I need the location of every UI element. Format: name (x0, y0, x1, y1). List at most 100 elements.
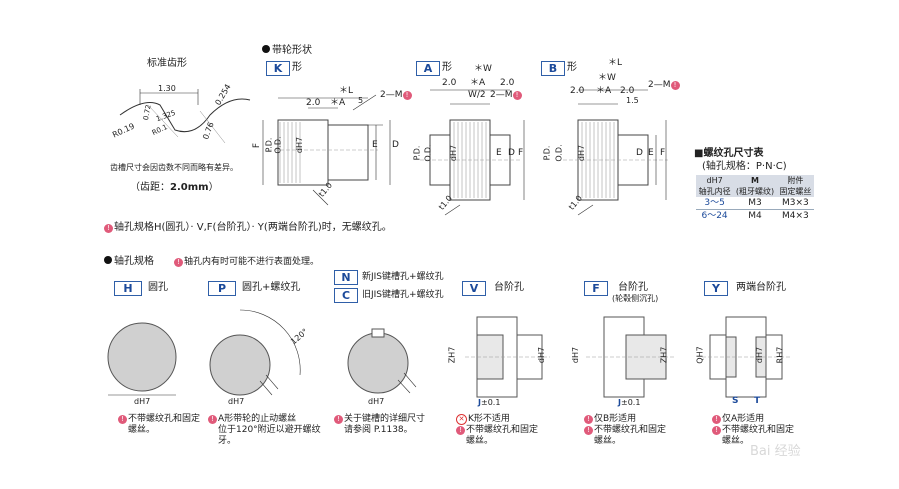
k-dim-L: ＊L (339, 86, 354, 96)
a-dim-D: D (508, 148, 515, 158)
note-icon: ! (670, 81, 680, 90)
bore-f-z: ZH7 (659, 346, 669, 364)
bore-y-q: QH7 (695, 346, 705, 364)
pulley-b-drawing (563, 89, 668, 216)
bore-v-j: J±0.1 (478, 398, 501, 407)
bore-code-y: Y (704, 281, 728, 296)
bore-nc-dh7: dH7 (368, 397, 385, 406)
bore-n-label: 新JIS键槽孔+螺纹孔 (362, 272, 444, 282)
spec-cell-m: M4 (748, 210, 762, 221)
a-dim-2a: 2.0 (442, 78, 457, 88)
shape-title: 带轮形状 (262, 45, 312, 57)
note-icon: ! (584, 426, 593, 435)
a-dim-OD: O.D. (423, 144, 433, 162)
watermark: Bai 经验 (750, 444, 801, 459)
note-icon: ! (118, 415, 127, 424)
bore-h-label: 圆孔 (148, 282, 168, 293)
tooth-note: 齿槽尺寸会因齿数不同而略有差异。 (110, 163, 238, 172)
x-icon: ✕ (456, 414, 467, 425)
bore-h-dh7: dH7 (134, 397, 151, 406)
bore-f-drawing (586, 316, 674, 398)
bore-f-note0: !仅B形适用 (584, 414, 636, 425)
bore-y-drawing (702, 316, 792, 398)
shape-code-b: B (541, 61, 565, 76)
a-dim-E: E (496, 148, 502, 158)
a-dim-W2: W/2 (468, 90, 486, 100)
bore-f-sub: (轮毂侧沉孔) (612, 294, 659, 303)
spec-cell-d: 6～24 (701, 210, 728, 221)
note-icon: ! (334, 415, 343, 424)
b-dim-L: ＊L (608, 58, 623, 68)
bore-code-v: V (462, 281, 486, 296)
note-icon: ! (456, 426, 465, 435)
bullet-icon (104, 256, 112, 264)
a-dim-A: ＊A (470, 78, 486, 88)
table-row: 3～5 M3 M3×3 (696, 197, 814, 210)
bore-y-s: S (732, 396, 739, 406)
bore-c-note2: 请参阅 P.1138。 (344, 425, 413, 435)
spec-cell-m: M3 (733, 197, 777, 210)
bore-title: 轴孔规格 (104, 256, 154, 268)
k-dim-OD: O.D. (273, 136, 283, 154)
bore-p-note2: 位于120°附近以避开螺纹 (218, 425, 321, 435)
k-dim-M: 2—M! (380, 90, 413, 101)
b-dim-2b: 2.0 (620, 86, 635, 96)
shape-k-suffix: 形 (292, 62, 302, 73)
pulley-a-drawing (420, 89, 525, 216)
b-dim-OD: O.D. (554, 144, 564, 162)
bore-y-note2: 螺丝。 (722, 436, 750, 446)
std-tooth-title: 标准齿形 (147, 58, 187, 69)
a-dim-dH7: dH7 (449, 144, 459, 162)
bore-c-note1: !关于键槽的详细尺寸 (334, 414, 425, 425)
bore-p-note1: !A形带轮的止动螺丝 (208, 414, 296, 425)
bore-code-f: F (584, 281, 608, 296)
bore-code-h: H (114, 281, 142, 296)
bore-v-z: ZH7 (447, 346, 457, 364)
note-icon: ! (512, 91, 522, 100)
bore-p-drawing (209, 309, 301, 396)
note-icon: ! (174, 258, 183, 267)
bore-y-note1: !不带螺纹孔和固定 (712, 425, 794, 436)
bore-code-c: C (334, 288, 358, 303)
bore-f-dh7: dH7 (571, 346, 581, 364)
spec-header-m: M(粗牙螺纹) (733, 175, 777, 197)
spec-cell-s: M4×3 (782, 210, 809, 221)
shape-a-suffix: 形 (442, 62, 452, 73)
b-dim-dH7: dH7 (577, 144, 587, 162)
bore-f-note1: !不带螺纹孔和固定 (584, 425, 666, 436)
bore-v-note2: 螺丝。 (466, 436, 494, 446)
bore-h-note1: !不带螺纹孔和固定 (118, 414, 200, 425)
bore-y-dh7: dH7 (755, 346, 765, 364)
bore-code-n: N (334, 270, 358, 285)
bore-p-dh7: dH7 (228, 397, 245, 406)
bullet-icon (262, 45, 270, 53)
bore-v-note1: !不带螺纹孔和固定 (456, 425, 538, 436)
b-dim-F: F (660, 148, 666, 158)
bore-p-note3: 牙。 (218, 436, 237, 446)
bore-y-t: T (754, 396, 761, 406)
k-dim-F: F (252, 142, 263, 149)
b-dim-M: 2—M! (648, 80, 681, 91)
spec-cell-s: M3×3 (776, 197, 814, 210)
note-icon: ! (712, 426, 721, 435)
spec-table-title: ■螺纹孔尺寸表 (694, 148, 764, 159)
tooth-dim-1: 1.30 (158, 84, 176, 93)
bore-f-note2: 螺丝。 (594, 436, 622, 446)
bore-note: !轴孔规格H(圆孔）· V,F(台阶孔）· Y(两端台阶孔)时，无螺纹孔。 (104, 222, 392, 234)
b-dim-1.5: 1.5 (626, 96, 639, 105)
bore-p-label: 圆孔+螺纹孔 (242, 282, 301, 293)
a-dim-PD: P.D. (412, 145, 422, 161)
a-dim-2b: 2.0 (500, 78, 515, 88)
b-dim-PD: P.D. (542, 145, 552, 161)
bore-v-drawing (465, 316, 550, 398)
a-dim-F: F (518, 148, 524, 158)
spec-header-s: 附件固定螺丝 (776, 175, 814, 197)
bore-f-label: 台阶孔 (618, 282, 648, 293)
bore-v-dh7: dH7 (537, 346, 547, 364)
a-dim-M: 2—M! (490, 90, 523, 101)
spec-table-subtitle: (轴孔规格：P·N·C) (702, 161, 787, 172)
k-dim-2: 2.0 (306, 98, 321, 108)
bore-c-label: 旧JIS键槽孔+螺纹孔 (362, 290, 444, 300)
b-dim-2a: 2.0 (570, 86, 585, 96)
